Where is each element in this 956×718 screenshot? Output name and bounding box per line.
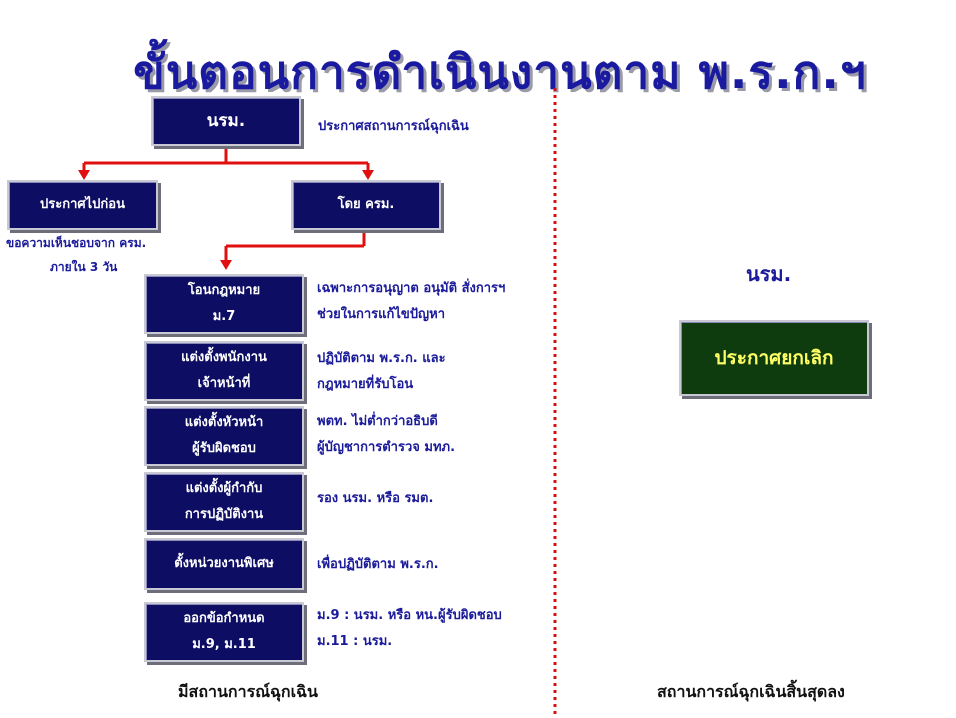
step-transfer-law: โอนกฎหมาย ม.7 [144, 274, 304, 334]
approval-note-line1: ขอความเห็นชอบจาก ครม. [6, 236, 147, 250]
step-line2: การปฏิบัติงาน [184, 507, 264, 522]
step-note-line2: ช่วยในการแก้ไขปัญหา [317, 307, 446, 322]
step-note-line2: กฎหมายที่รับโอน [317, 377, 414, 392]
step-line2: ม.7 [212, 309, 236, 324]
step-line1: แต่งตั้งผู้กำกับ [185, 481, 263, 496]
cancel-declaration-box: ประกาศยกเลิก [679, 320, 869, 396]
step-line1: แต่งตั้งพนักงาน [181, 350, 267, 365]
step-appoint-supervisor: แต่งตั้งผู้กำกับ การปฏิบัติงาน [144, 472, 304, 532]
step-line1: ออกข้อกำหนด [183, 611, 265, 626]
approval-note-line2: ภายใน 3 วัน [50, 260, 118, 274]
step-note-line1: ม.9 : นรม. หรือ หน.ผู้รับผิดชอบ [317, 608, 502, 623]
step-line1: ตั้งหน่วยงานพิเศษ [174, 556, 274, 571]
step-note-line2: ผู้บัญชาการตำรวจ มทภ. [317, 440, 456, 455]
step-line2: ผู้รับผิดชอบ [192, 441, 256, 456]
step-note-line1: รอง นรม. หรือ รมต. [317, 491, 434, 506]
step-special-unit: ตั้งหน่วยงานพิเศษ [144, 538, 304, 590]
by-cabinet-label: โดย ครม. [337, 197, 395, 212]
nrm-box-label: นรม. [206, 111, 246, 131]
announce-first-label: ประกาศไปก่อน [40, 197, 125, 212]
step-appoint-officers: แต่งตั้งพนักงาน เจ้าหน้าที่ [144, 341, 304, 401]
announce-first-box: ประกาศไปก่อน [7, 180, 158, 230]
page-title: ขั้นตอนการดำเนินงานตาม พ.ร.ก.ฯ [133, 45, 867, 99]
step-note-line1: ปฏิบัติตาม พ.ร.ก. และ [317, 351, 446, 366]
right-nrm-heading: นรม. [746, 262, 792, 286]
nrm-box: นรม. [151, 96, 301, 146]
step-issue-regulations: ออกข้อกำหนด ม.9, ม.11 [144, 602, 304, 662]
step-note-line1: เฉพาะการอนุญาต อนุมัติ สั่งการฯ [317, 281, 506, 296]
step-note-line1: พตท. ไม่ต่ำกว่าอธิบดี [317, 414, 438, 429]
step-appoint-head: แต่งตั้งหัวหน้า ผู้รับผิดชอบ [144, 406, 304, 466]
footer-emergency-active: มีสถานการณ์ฉุกเฉิน [178, 682, 318, 701]
step-line2: ม.9, ม.11 [192, 637, 256, 652]
footer-emergency-ended: สถานการณ์ฉุกเฉินสิ้นสุดลง [657, 682, 845, 701]
declare-emergency-note: ประกาศสถานการณ์ฉุกเฉิน [318, 119, 469, 134]
step-line1: แต่งตั้งหัวหน้า [184, 415, 264, 430]
step-line2: เจ้าหน้าที่ [197, 376, 251, 391]
step-line1: โอนกฎหมาย [187, 283, 261, 298]
cancel-declaration-label: ประกาศยกเลิก [714, 347, 834, 369]
by-cabinet-box: โดย ครม. [291, 180, 441, 230]
step-note-line2: ม.11 : นรม. [317, 634, 393, 649]
step-note-line1: เพื่อปฏิบัติตาม พ.ร.ก. [317, 557, 439, 572]
